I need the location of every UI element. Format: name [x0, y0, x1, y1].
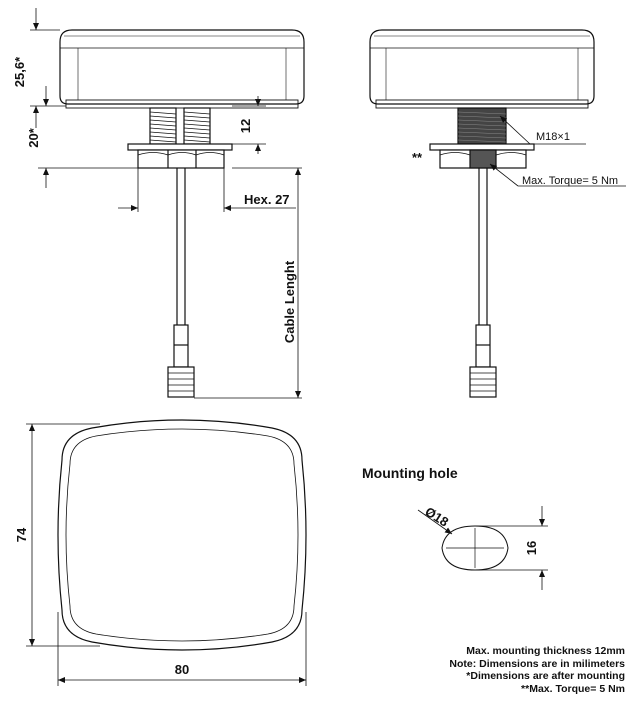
dim-hole-flat: 16 — [524, 541, 539, 555]
dim-body-height: 25,6* — [12, 56, 27, 87]
thread-spec-label: M18×1 — [536, 131, 570, 143]
side-view-right-leaders — [489, 115, 626, 187]
torque-label: Max. Torque= 5 Nm — [522, 175, 618, 187]
side-view-left — [59, 29, 305, 398]
mounting-hole-shape — [441, 525, 509, 571]
notes-block: Max. mounting thickness 12mm Note: Dimen… — [449, 645, 625, 695]
mounting-hole-title: Mounting hole — [362, 465, 458, 481]
dim-hole-diameter: Ø18 — [422, 504, 451, 530]
dim-cable-length: Cable Lenght — [282, 260, 297, 343]
housing-outline-inner — [65, 428, 299, 642]
hex-nut-left — [137, 149, 225, 169]
top-view — [57, 419, 307, 651]
dim-mount-height: 20* — [26, 127, 41, 147]
mounting-hole-dimensions — [417, 506, 548, 590]
note-units: Note: Dimensions are in milimeters — [449, 657, 625, 670]
hex-nut-right — [439, 149, 527, 169]
sma-connector-left — [167, 324, 195, 398]
note-torque: **Max. Torque= 5 Nm — [521, 682, 625, 695]
double-star-marker: ** — [412, 150, 423, 165]
dim-thread-length: 12 — [238, 119, 253, 133]
mounting-plate-left — [127, 143, 233, 151]
note-mounting-thickness: Max. mounting thickness 12mm — [466, 645, 625, 657]
sma-connector-right — [469, 324, 497, 398]
top-view-dimensions — [26, 423, 307, 686]
antenna-housing-right — [369, 29, 595, 105]
side-view-left-dimensions — [30, 8, 302, 399]
side-view-right — [369, 29, 595, 398]
dim-width: 80 — [175, 662, 189, 677]
note-after-mounting: *Dimensions are after mounting — [466, 670, 625, 682]
threaded-studs — [149, 107, 211, 145]
housing-outline-outer — [57, 419, 307, 651]
antenna-housing-left — [59, 29, 305, 105]
mounting-plate-right — [429, 143, 535, 151]
dim-hex: Hex. 27 — [244, 192, 290, 207]
threaded-stud-m18 — [457, 107, 507, 145]
dim-depth: 74 — [14, 527, 29, 542]
